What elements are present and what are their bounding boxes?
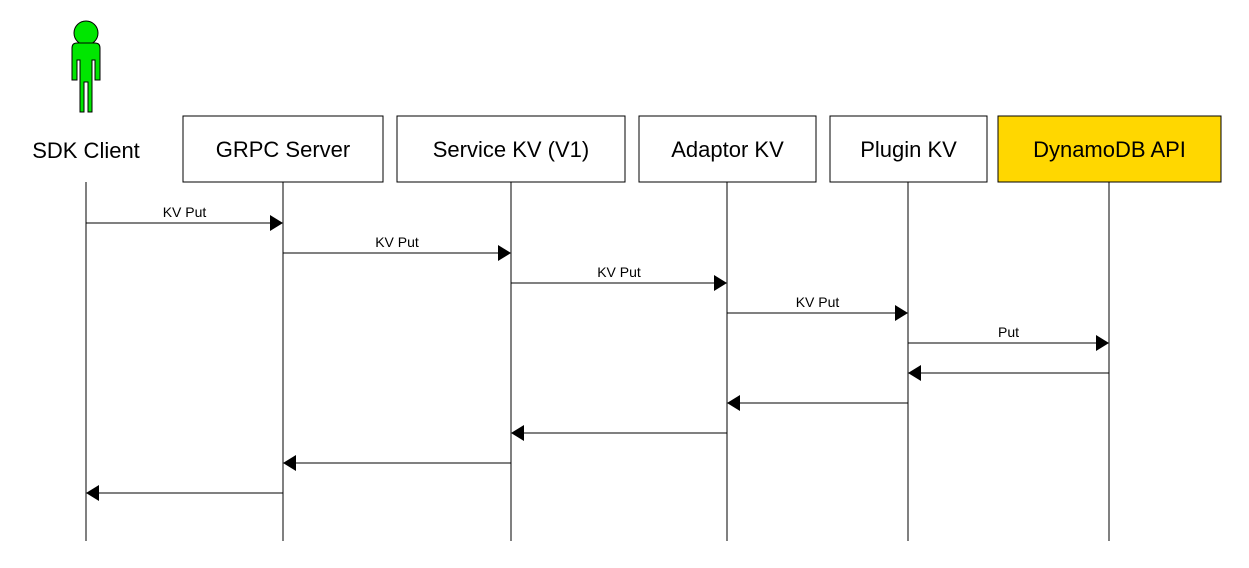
participant-box-plugin: [829, 115, 988, 183]
message-arrow: KV Put: [511, 264, 727, 291]
participant-box-service: [396, 115, 626, 183]
message-arrow: [511, 425, 727, 441]
participant-dynamo: DynamoDB API: [997, 115, 1222, 183]
arrowhead-icon: [270, 215, 283, 231]
arrowhead-icon: [1096, 335, 1109, 351]
message-arrow: KV Put: [283, 234, 511, 261]
message-label: KV Put: [597, 264, 641, 280]
lifelines: [85, 182, 1110, 541]
participant-plugin: Plugin KV: [829, 115, 988, 183]
participant-label-adaptor: Adaptor KV: [671, 137, 784, 162]
message-label: KV Put: [796, 294, 840, 310]
arrowhead-icon: [727, 395, 740, 411]
participant-box-dynamo: [997, 115, 1222, 183]
participant-grpc: GRPC Server: [182, 115, 384, 183]
message-label: KV Put: [375, 234, 419, 250]
arrowhead-icon: [86, 485, 99, 501]
participant-service: Service KV (V1): [396, 115, 626, 183]
participant-label-dynamo: DynamoDB API: [1033, 137, 1186, 162]
person-icon: [71, 20, 101, 113]
message-label: KV Put: [163, 204, 207, 220]
participant-box-grpc: [182, 115, 384, 183]
message-arrow: Put: [908, 324, 1109, 351]
participant-label-service: Service KV (V1): [433, 137, 590, 162]
sdk-client-label: SDK Client: [32, 138, 140, 163]
message-arrow: [908, 365, 1109, 381]
message-arrow: [86, 485, 283, 501]
arrowhead-icon: [283, 455, 296, 471]
arrowhead-icon: [714, 275, 727, 291]
arrowhead-icon: [908, 365, 921, 381]
message-arrow: KV Put: [86, 204, 283, 231]
message-arrow: KV Put: [727, 294, 908, 321]
arrowhead-icon: [498, 245, 511, 261]
message-label: Put: [998, 324, 1019, 340]
participant-box-adaptor: [638, 115, 817, 183]
message-arrow: [283, 455, 511, 471]
participant-adaptor: Adaptor KV: [638, 115, 817, 183]
message-arrow: [727, 395, 908, 411]
participants: GRPC Server Service KV (V1) Adaptor KV Plug…: [182, 115, 1222, 183]
participant-label-grpc: GRPC Server: [216, 137, 350, 162]
arrowhead-icon: [895, 305, 908, 321]
arrowhead-icon: [511, 425, 524, 441]
participant-label-plugin: Plugin KV: [860, 137, 957, 162]
